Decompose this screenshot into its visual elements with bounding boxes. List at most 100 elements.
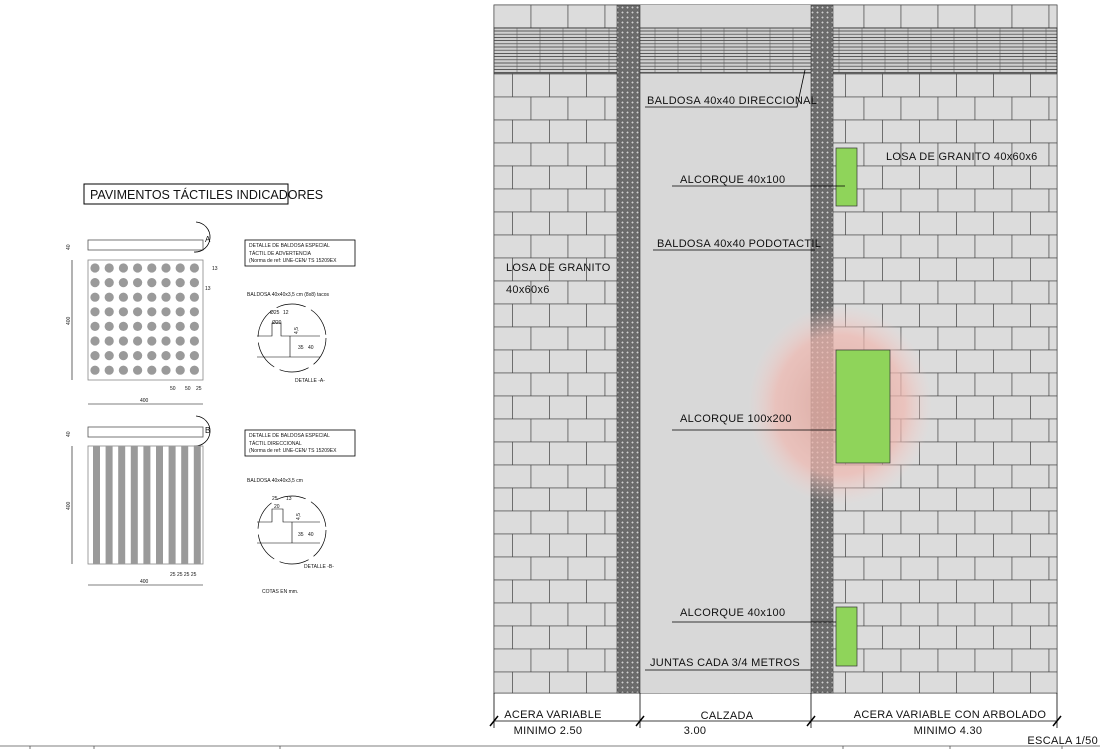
label-granite-left-2: 40x60x6 [506,284,550,296]
granite-slab [549,533,587,558]
granite-slab [956,257,994,282]
tactile-dot [175,278,185,288]
tactile-stripe [193,446,201,564]
granite-slab [549,73,587,98]
tactile-dot [161,307,171,317]
granite-slab [1030,671,1058,694]
tactile-dot [90,365,100,375]
granite-slab [956,487,994,512]
tactile-stripe [118,446,126,564]
granite-slab [863,96,902,121]
granite-slab [937,96,976,121]
tactile-dot [161,351,171,361]
granite-slab [900,234,939,259]
tactile-dot [147,321,157,331]
tactile-dot [104,292,114,302]
granite-slab [567,648,606,673]
granite-slab [549,349,587,374]
label-granite-right: LOSA DE GRANITO 40x60x6 [886,151,1038,163]
granite-slab [493,648,532,673]
tactile-dot [104,307,114,317]
granite-slab [530,372,569,397]
alcorque-bottom [835,606,858,667]
granite-slab [919,487,957,512]
granite-slab [993,533,1031,558]
tactile-dot [133,365,143,375]
granite-slab [1011,418,1050,443]
granite-slab [919,165,957,190]
granite-slab [993,579,1031,604]
granite-slab [530,648,569,673]
granite-slab [493,4,532,29]
granite-slab [1030,119,1058,144]
granite-slab [1048,556,1058,581]
tactile-dot [189,336,199,346]
granite-slab [882,671,920,694]
dim-left-value: MINIMO 2.50 [514,725,583,737]
tactile-dot [175,351,185,361]
granite-slab [919,73,957,98]
granite-slab [512,119,550,144]
tactile-dot [147,278,157,288]
granite-slab [1048,234,1058,259]
dim-side-b: 400 [66,501,72,510]
dim-h45-a: 4,5 [294,327,300,334]
granite-slab [956,119,994,144]
granite-slab [956,349,994,374]
granite-slab [937,648,976,673]
title-box [83,183,289,205]
tactile-dot [161,321,171,331]
granite-slab [493,395,513,420]
tactile-dot [104,365,114,375]
dim-thickness-b: 40 [66,431,72,437]
granite-slab [1011,464,1050,489]
tactile-dot [118,278,128,288]
dim-h40-b: 40 [308,532,314,538]
granite-slab [1048,188,1058,213]
granite-slab [956,533,994,558]
granite-slab [1030,211,1058,236]
granite-slab [512,579,550,604]
granite-slab [919,119,957,144]
granite-slab [1048,280,1058,305]
granite-slab [919,257,957,282]
granite-slab [567,234,606,259]
tactile-dot [175,365,185,375]
granite-slab [1011,372,1050,397]
granite-slab [993,257,1031,282]
tactile-dot [118,307,128,317]
tactile-dot [133,351,143,361]
granite-slab [493,602,532,627]
granite-slab [974,556,1013,581]
granite-slab [493,671,513,694]
granite-slab [956,441,994,466]
granite-slab [974,96,1013,121]
granite-slab [974,418,1013,443]
granite-slab [1048,418,1058,443]
tactile-dot [90,307,100,317]
granite-slab [512,73,550,98]
tactile-dot [189,321,199,331]
detail-a-circle [257,303,327,373]
dim-mid-name: CALZADA [701,710,754,722]
granite-slab [974,280,1013,305]
units-note: COTAS EN mm. [262,589,298,595]
granite-slab [512,671,550,694]
granite-slab [919,303,957,328]
granite-slab [956,73,994,98]
granite-slab [863,4,902,29]
label-alcorque-bottom: ALCORQUE 40x100 [680,607,785,619]
scale-label: ESCALA 1/50 [1027,735,1098,747]
granite-slab [549,395,587,420]
granite-slab [493,625,513,650]
tactile-dot [104,278,114,288]
tactile-dot [118,263,128,273]
granite-slab [1011,234,1050,259]
granite-slab [882,625,920,650]
granite-slab [882,533,920,558]
dim-right-value: MINIMO 4.30 [914,725,983,737]
granite-slab [900,188,939,213]
granite-slab [512,533,550,558]
granite-slab [549,487,587,512]
